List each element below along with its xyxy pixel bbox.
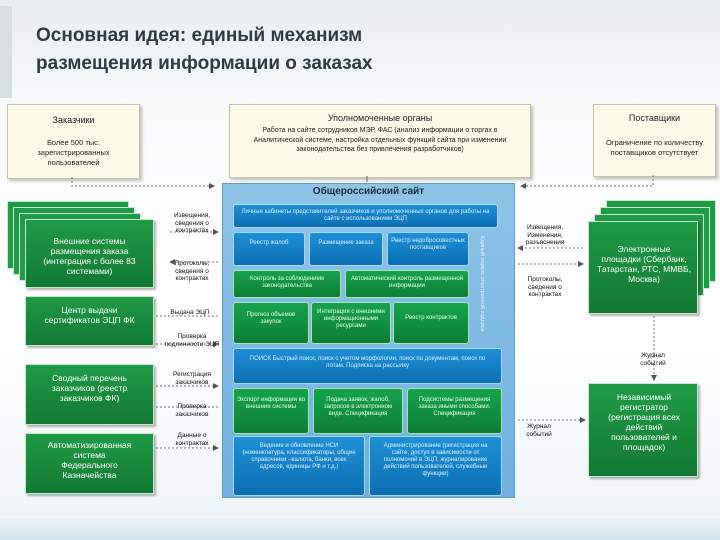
label-cust-check: Проверка заказчиков bbox=[175, 403, 209, 418]
label-protocols-right: Протоколы, сведения о контрактах bbox=[527, 276, 563, 298]
cabinets-block: Личные кабинеты представителей заказчико… bbox=[233, 204, 498, 228]
title-accent bbox=[0, 6, 12, 98]
cabinets-label: Личные кабинеты представителей заказчико… bbox=[241, 209, 490, 222]
cert-center-box: Центр выдачи сертификатов ЭЦП ФК bbox=[25, 296, 154, 346]
unfair-registry-label: Реестр недобросовестных поставщиков bbox=[391, 238, 465, 251]
label-notices: Извещения, сведения о контрактах bbox=[173, 212, 211, 234]
admin-block: Администрирование (регистрация на сайте,… bbox=[369, 436, 502, 496]
legal-control-block: Контроль за соблюдением законодательства bbox=[233, 270, 341, 298]
subsystems-block: Подсистемы размещения заказа иными спосо… bbox=[407, 388, 502, 434]
budget-forecast-label: Прогноз объемов закупок bbox=[246, 312, 296, 325]
auto-control-label: Автоматический контроль размещенной инфо… bbox=[350, 276, 464, 289]
customers-body: Более 500 тыс. зарегистрированных пользо… bbox=[37, 138, 110, 167]
ecp-service-label: Единый сервис электронной подписи bbox=[479, 236, 485, 332]
contracts-registry-block: Реестр контрактов bbox=[393, 302, 469, 344]
site-title: Общероссийский сайт bbox=[312, 186, 425, 197]
label-journal-bottom: Журнал событий bbox=[526, 423, 552, 438]
complaints-label: Реестр жалоб bbox=[249, 240, 289, 246]
bottom-band bbox=[0, 516, 720, 540]
integration-label: Интеграция с внешними информационными ре… bbox=[317, 309, 385, 329]
all-russian-site: Общероссийский сайт Личные кабинеты пред… bbox=[222, 183, 515, 498]
customers-box: Заказчики Более 500 тыс. зарегистрирован… bbox=[7, 104, 140, 179]
export-block: Экспорт информации во внешние системы bbox=[233, 388, 309, 434]
external-systems-box: Внешние системы размещения заказа (интег… bbox=[25, 219, 154, 288]
suppliers-box: Поставщики Ограничение по количеству пос… bbox=[593, 104, 716, 177]
label-ecp-issue: Выдача ЭЦП bbox=[170, 309, 210, 316]
legal-control-label: Контроль за соблюдением законодательства bbox=[250, 276, 324, 289]
nsi-label: Ведение и обновление НСИ (номенклатура, … bbox=[242, 443, 356, 470]
integration-block: Интеграция с внешними информационными ре… bbox=[311, 302, 391, 344]
page-title: Основная идея: единый механизм размещени… bbox=[36, 22, 636, 78]
contracts-registry-label: Реестр контрактов bbox=[405, 315, 457, 321]
search-block: ПОИСК Быстрый поиск, поиск с учетом морф… bbox=[233, 348, 502, 384]
treasury-system-box: Автоматизированная система Федерального … bbox=[25, 433, 154, 494]
budget-forecast-block: Прогноз объемов закупок bbox=[233, 302, 309, 344]
submit-label: Подача заявок, жалоб, запросов в электро… bbox=[323, 397, 393, 417]
label-ecp-check: Проверка подлинности ЭЦП bbox=[164, 333, 220, 348]
external-systems-label: Внешние системы размещения заказа (интег… bbox=[43, 236, 136, 276]
title-line-2: размещения информации о заказах bbox=[36, 53, 373, 74]
submit-block: Подача заявок, жалоб, запросов в электро… bbox=[313, 388, 403, 434]
suppliers-body: Ограничение по количеству поставщиков от… bbox=[606, 138, 703, 157]
placement-label: Размещение заказа bbox=[318, 240, 374, 246]
title-band bbox=[0, 0, 720, 100]
customer-registry-label: Сводный перечень заказчиков (реестр зака… bbox=[51, 373, 128, 403]
suppliers-header: Поставщики bbox=[628, 113, 681, 123]
registrar-box: Независимый регистратор (регистрация все… bbox=[588, 383, 698, 477]
platforms-box: Электронные площадки (Сбербанк, Татарста… bbox=[588, 221, 698, 314]
subsystems-label: Подсистемы размещения заказа иными спосо… bbox=[418, 397, 491, 417]
placement-block: Размещение заказа bbox=[309, 232, 383, 266]
treasury-system-label: Автоматизированная система Федерального … bbox=[47, 440, 132, 480]
nsi-block: Ведение и обновление НСИ (номенклатура, … bbox=[233, 436, 365, 496]
admin-label: Администрирование (регистрация на сайте,… bbox=[383, 443, 488, 477]
authorities-header: Уполномоченные органы bbox=[327, 113, 433, 123]
label-protocols: Протоколы, сведения о контрактах bbox=[174, 260, 210, 282]
authorities-box: Уполномоченные органы Работа на сайте со… bbox=[229, 104, 531, 178]
complaints-block: Реестр жалоб bbox=[233, 232, 305, 266]
authorities-body: Работа на сайте сотрудников МЭР, ФАС (ан… bbox=[253, 127, 507, 153]
auto-control-block: Автоматический контроль размещенной инфо… bbox=[345, 270, 469, 298]
label-contract-data: Данные о контрактах bbox=[175, 432, 209, 447]
label-cust-reg: Регистрация заказчиков bbox=[173, 371, 211, 386]
title-line-1: Основная идея: единый механизм bbox=[36, 25, 363, 46]
search-label: ПОИСК Быстрый поиск, поиск с учетом морф… bbox=[249, 356, 486, 369]
customers-header: Заказчики bbox=[52, 115, 95, 125]
label-journal-top: Журнал событий bbox=[640, 352, 666, 367]
customer-registry-box: Сводный перечень заказчиков (реестр зака… bbox=[25, 364, 154, 425]
export-label: Экспорт информации во внешние системы bbox=[236, 397, 306, 410]
cert-center-label: Центр выдачи сертификатов ЭЦП ФК bbox=[44, 305, 135, 325]
unfair-registry-block: Реестр недобросовестных поставщиков bbox=[387, 232, 469, 266]
registrar-label: Независимый регистратор (регистрация все… bbox=[608, 392, 680, 452]
platforms-label: Электронные площадки (Сбербанк, Татарста… bbox=[597, 244, 691, 284]
label-notices-right: Извещения, Изменения, разъяснения bbox=[525, 224, 565, 246]
